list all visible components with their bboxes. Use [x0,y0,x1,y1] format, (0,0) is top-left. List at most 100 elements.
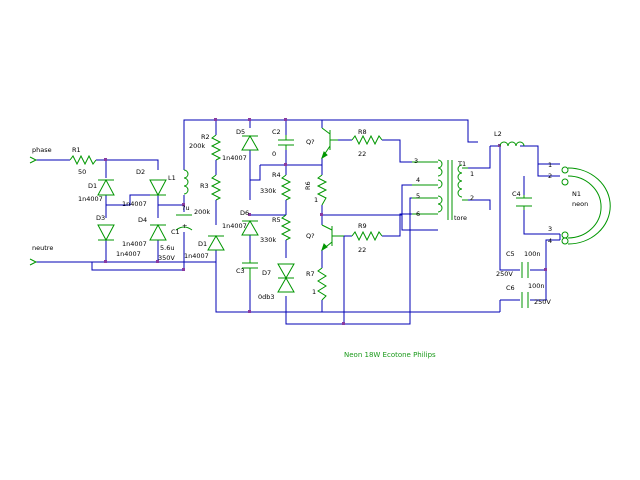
c2-value: 0 [272,150,276,158]
phase-terminal[interactable] [29,156,38,164]
transformer-t1[interactable] [412,159,468,220]
diode-d3[interactable] [97,224,115,242]
t1-ref: T1 [457,160,466,168]
r1-ref: R1 [72,146,81,154]
transistor-q2[interactable] [321,224,344,252]
inductor-l1[interactable] [183,169,189,195]
n1-value: neon [572,200,588,208]
capacitor-c5[interactable] [521,262,529,278]
r3-ref: R3 [200,182,209,190]
d6-ref: D6 [240,209,249,217]
capacitor-c1[interactable] [175,214,193,231]
t1-pin1: 1 [470,170,474,178]
c6-ref: C6 [506,284,515,292]
resistor-r4[interactable] [280,174,292,201]
d6-value: 1n4007 [222,222,247,230]
t1-pin6: 6 [416,210,420,218]
neon-tube-n1[interactable] [561,166,611,245]
d1-ref: D1 [88,182,97,190]
q1-ref: Q? [306,138,315,146]
phase-label: phase [32,146,52,154]
c5-ref: C5 [506,250,515,258]
r9-value: 22 [358,246,366,254]
diode-d1b[interactable] [207,234,225,251]
transistor-q1[interactable] [321,127,338,160]
r5-value: 330k [260,236,276,244]
r7-value: 1 [312,288,316,296]
d2-value: 1n4007 [122,200,147,208]
resistor-r1[interactable] [69,154,97,166]
c1-plus: + [182,222,187,230]
d5-value: 1n4007 [222,154,247,162]
r9-ref: R9 [358,222,367,230]
diode-d6[interactable] [241,219,259,236]
c1-ref: C1 [171,228,180,236]
resistor-r9[interactable] [351,230,383,242]
d5-ref: D5 [236,128,245,136]
schematic-title: Neon 18W Ecotone Philips [344,351,436,359]
neutral-label: neutre [32,244,53,252]
resistor-r2[interactable] [210,134,222,161]
r8-value: 22 [358,150,366,158]
t1-pin3: 3 [414,157,418,165]
l1-value: ?u [182,204,190,212]
c5-rating: 250V [496,270,513,278]
d2-ref: D2 [136,168,145,176]
r1-value: 50 [78,168,86,176]
r4-ref: R4 [272,171,281,179]
wires [36,119,561,325]
r6-value: 1 [314,196,318,204]
c3-ref: C3 [236,267,245,275]
resistor-r6[interactable] [316,174,328,206]
junctions [104,118,547,325]
r7-ref: R7 [306,270,315,278]
capacitor-c2[interactable] [278,135,294,150]
l2-ref: L2 [494,130,502,138]
n1-pin3: 3 [548,225,552,233]
c5-value: 100n [524,250,541,258]
resistor-r8[interactable] [351,134,383,146]
d4-ref: D4 [138,216,147,224]
neutral-terminal[interactable] [29,258,38,266]
d7-ref: D7 [262,269,271,277]
d7-value: 0db3 [258,293,275,301]
c6-value: 100n [528,282,545,290]
c6-rating: 250V [534,298,551,306]
c4-ref: C4 [512,190,521,198]
resistor-r3[interactable] [210,174,222,201]
q2-ref: Q? [306,232,315,240]
diac-d7[interactable] [277,263,295,293]
c2-ref: C2 [272,128,281,136]
diode-d5[interactable] [241,134,259,151]
c1-value: 5.6u [160,244,174,252]
capacitor-c6[interactable] [521,292,529,308]
d4-value: 1n4007 [122,240,147,248]
resistor-r7[interactable] [317,267,327,301]
d1b-ref: D1 [198,240,207,248]
inductor-l2[interactable] [499,141,525,147]
t1-pin4: 4 [416,176,420,184]
r6-ref: R6 [304,181,312,190]
r5-ref: R5 [272,216,281,224]
n1-pin2: 2 [548,172,552,180]
resistor-r5[interactable] [280,214,292,241]
l1-ref: L1 [168,174,176,182]
n1-ref: N1 [572,190,581,198]
diode-d2[interactable] [149,179,167,197]
diode-d4[interactable] [149,223,167,241]
r4-value: 330k [260,187,276,195]
capacitor-c3[interactable] [242,260,258,280]
r2-value: 200k [189,142,205,150]
diode-d1[interactable] [97,178,115,196]
t1-value: tore [454,214,467,222]
r2-ref: R2 [201,133,210,141]
t1-pin5: 5 [416,192,420,200]
d1b-value: 1n4007 [184,252,209,260]
r3-value: 200k [194,208,210,216]
capacitor-c4[interactable] [516,195,532,210]
n1-pin4: 4 [548,237,552,245]
c1-rating: 350V [158,254,175,262]
d3-ref: D3 [96,214,105,222]
d3-value: 1n4007 [116,250,141,258]
